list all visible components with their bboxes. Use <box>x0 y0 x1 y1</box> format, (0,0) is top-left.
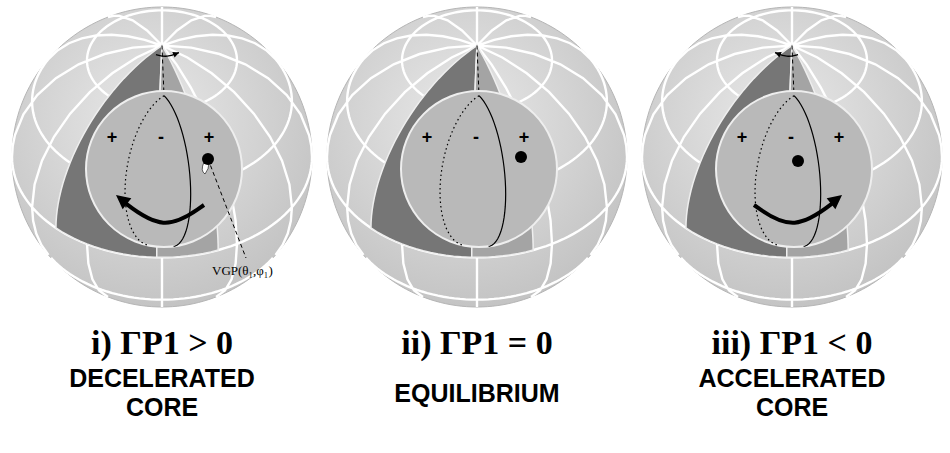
core-outline <box>401 91 557 247</box>
vgp-dot <box>202 153 214 165</box>
earth-globe <box>642 7 942 307</box>
core-sphere: + - + <box>401 91 557 247</box>
core-rotation-arrow <box>120 199 204 223</box>
graticule <box>327 7 627 307</box>
core-drawing <box>716 91 872 247</box>
globe-surface <box>327 7 627 307</box>
state-label: DECELERATED CORE <box>50 364 275 422</box>
sign-label: + <box>204 128 215 146</box>
core-outline <box>86 91 242 247</box>
rotation-axis <box>162 46 164 96</box>
globe-surface <box>642 7 942 307</box>
sign-label: - <box>158 128 164 146</box>
pointer-label: VGP(θ₁,φ₁) <box>212 263 273 279</box>
arrow-head <box>775 52 782 58</box>
sign-label: + <box>422 128 433 146</box>
vgp-dot <box>792 155 804 167</box>
vgp-dot <box>515 151 527 163</box>
state-label: ACCELERATED CORE <box>680 364 905 422</box>
earth-globe <box>327 7 627 307</box>
earth-globe <box>12 7 312 307</box>
state-label: EQUILIBRIUM <box>365 379 590 408</box>
graticule <box>642 7 942 307</box>
rotation-axis <box>792 46 794 96</box>
graticule <box>12 7 312 307</box>
condition-label: ii) ΓP1 = 0 <box>401 324 553 361</box>
leader-line <box>208 159 246 258</box>
sign-label: + <box>519 128 530 146</box>
core-outline <box>716 91 872 247</box>
core-meridian <box>479 96 506 247</box>
arrow-head <box>172 52 179 58</box>
arrow-head <box>116 195 131 209</box>
sign-label: - <box>473 128 479 146</box>
sign-label: + <box>834 128 845 146</box>
rotation-axis <box>477 46 479 96</box>
sign-label: + <box>107 128 118 146</box>
arrow-head <box>827 195 842 209</box>
condition-label: i) ΓP1 > 0 <box>91 324 233 361</box>
core-rotation-arrow <box>754 199 838 223</box>
sign-label: + <box>737 128 748 146</box>
core-drawing <box>401 91 557 247</box>
core-sphere: + - + <box>86 91 242 247</box>
core-sphere: + - + <box>716 91 872 247</box>
sign-label: - <box>788 128 794 146</box>
core-meridian-dotted <box>440 96 479 246</box>
condition-label: iii) ΓP1 < 0 <box>712 324 873 361</box>
core-drawing <box>86 91 242 247</box>
globe-surface <box>12 7 312 307</box>
